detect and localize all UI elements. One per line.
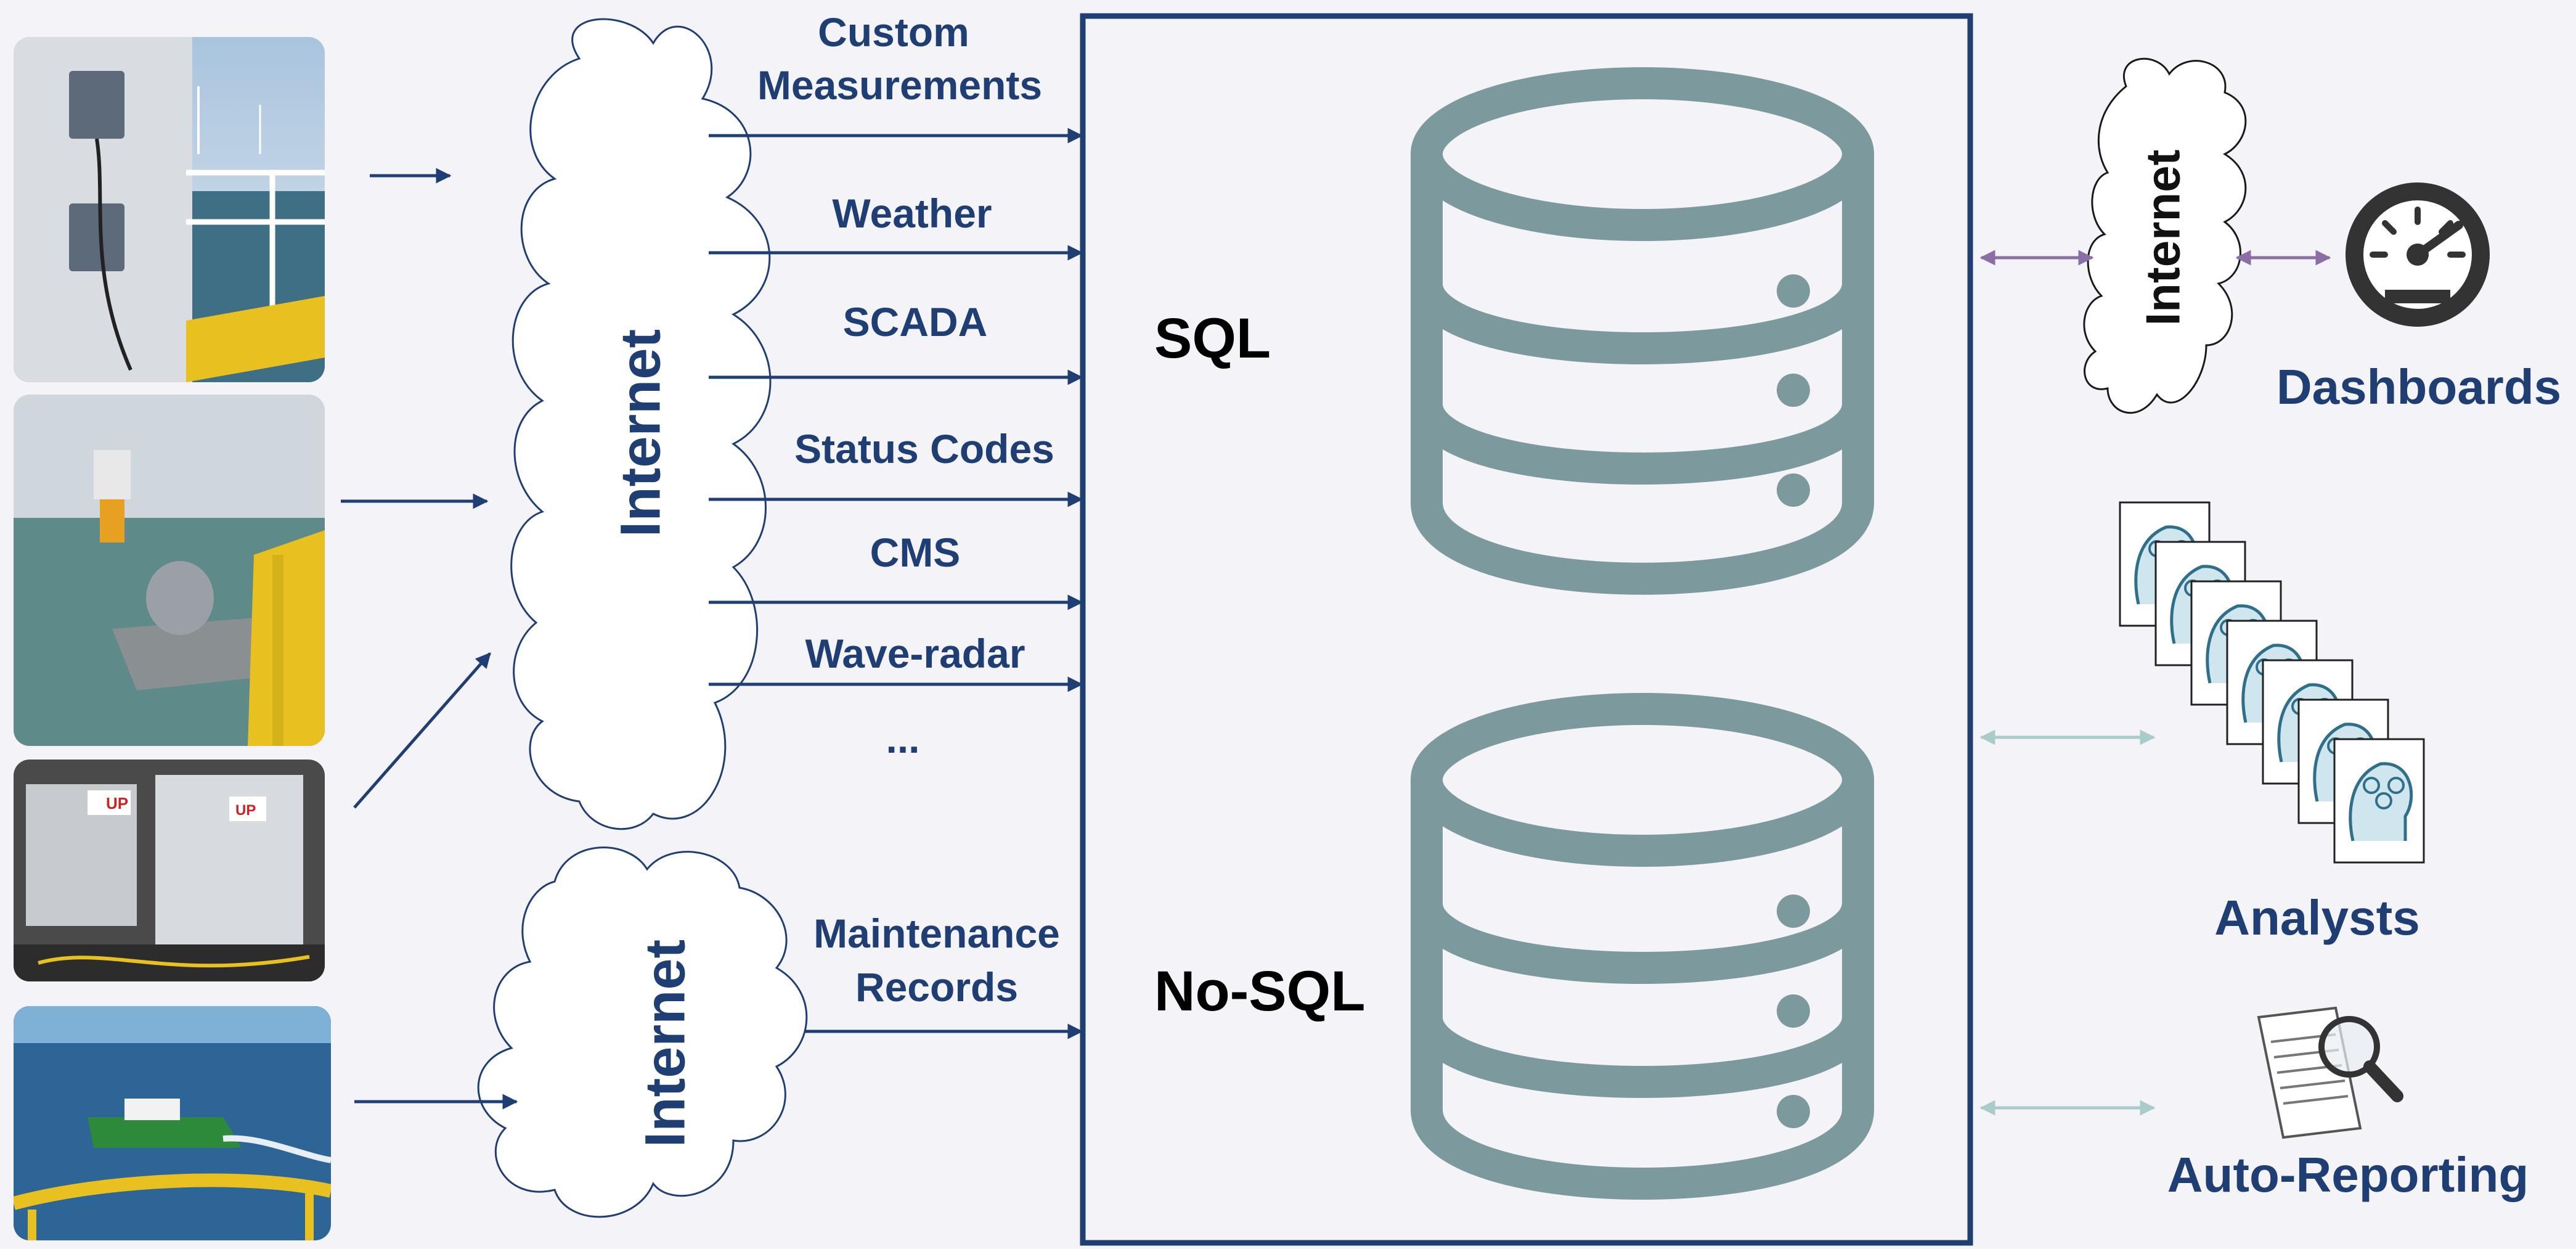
gauge-icon	[2346, 182, 2490, 327]
database-frame	[1080, 13, 1973, 1246]
ellipsis-label: ...	[886, 716, 920, 761]
analyst-cards-icon	[2119, 501, 2425, 864]
auto-reporting-label: Auto-Reporting	[2167, 1147, 2529, 1202]
vessel-photo	[14, 1006, 331, 1240]
sql-database-dots	[1777, 274, 1810, 507]
cms-label: CMS	[870, 530, 961, 575]
right-cloud-label: Internet	[2135, 149, 2190, 326]
custom-measurements-label-line2: Measurements	[757, 62, 1043, 108]
lower-internet-cloud	[477, 846, 808, 1218]
nosql-label: No-SQL	[1154, 960, 1366, 1023]
maintenance-records-label-line2: Records	[855, 964, 1019, 1010]
upper-cloud-label: Internet	[609, 329, 672, 538]
custom-measurements-label-line1: Custom	[818, 9, 969, 55]
nosql-database-dots	[1777, 895, 1810, 1128]
sql-database-icon	[1411, 67, 1874, 595]
nosql-database-icon	[1411, 693, 1874, 1200]
status-codes-label: Status Codes	[794, 426, 1054, 472]
maintenance-records-label-line1: Maintenance	[813, 911, 1060, 956]
dashboards-label: Dashboards	[2276, 359, 2562, 414]
svg-text:UP: UP	[235, 802, 256, 819]
svg-text:UP: UP	[106, 794, 128, 813]
lidar-buoy-photo	[14, 395, 325, 746]
sql-label: SQL	[1154, 307, 1271, 370]
wave-radar-label: Wave-radar	[805, 631, 1025, 676]
stream-arrows	[709, 128, 1083, 1039]
right-internet-cloud	[2083, 57, 2247, 414]
cabinets-photo: UP UP	[14, 760, 325, 981]
lower-cloud-label: Internet	[634, 939, 697, 1148]
analyst-card	[2333, 738, 2425, 864]
analysts-label: Analysts	[2214, 890, 2420, 945]
analyst-report-arrows	[1979, 729, 2156, 1116]
scada-label: SCADA	[842, 299, 988, 345]
weather-label: Weather	[832, 190, 992, 236]
source-arrows	[341, 168, 518, 1110]
wind-turbine-sensors-photo	[14, 37, 325, 382]
upper-internet-cloud	[510, 18, 772, 830]
report-magnifier-icon	[2257, 1006, 2403, 1139]
